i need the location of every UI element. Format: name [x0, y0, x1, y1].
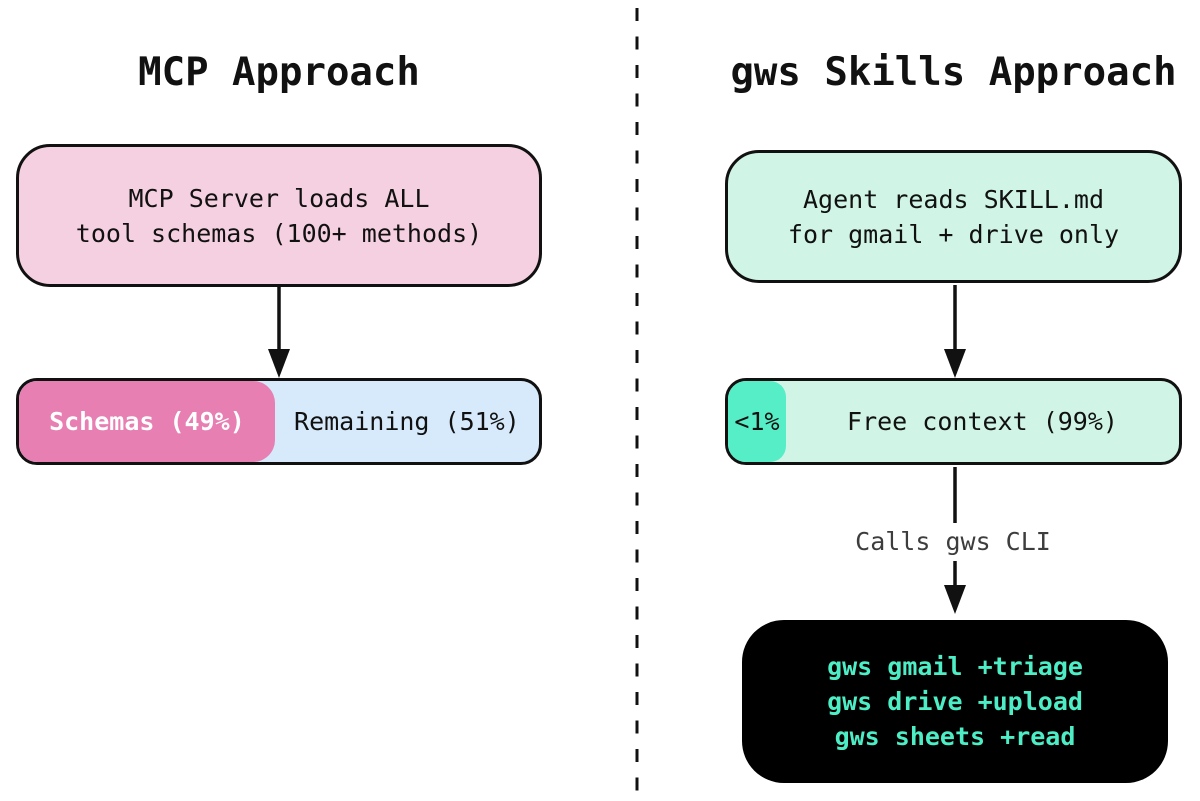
skills-context-bar: <1% Free context (99%): [725, 378, 1182, 465]
cli-command-line: gws gmail +triage: [827, 652, 1083, 681]
dashed-divider: [635, 8, 639, 796]
cli-command-line: gws sheets +read: [834, 722, 1076, 751]
used-context-segment: <1%: [728, 381, 786, 462]
mcp-server-node-line2: tool schemas (100+ methods): [75, 218, 483, 248]
skill-read-node-line1: Agent reads SKILL.md: [802, 184, 1105, 214]
skill-read-node-line2: for gmail + drive only: [787, 219, 1120, 249]
remaining-segment-label: Remaining (51%): [294, 407, 520, 436]
mcp-approach-title: MCP Approach: [138, 50, 420, 95]
free-context-label: Free context (99%): [847, 407, 1118, 436]
schemas-segment: Schemas (49%): [19, 381, 275, 462]
free-context-segment: Free context (99%): [786, 381, 1179, 462]
used-context-label: <1%: [734, 407, 780, 436]
cli-command-line: gws drive +upload: [827, 687, 1083, 716]
down-arrow-icon: [268, 287, 290, 378]
gws-skills-approach-title: gws Skills Approach: [730, 50, 1177, 95]
down-arrow-icon: [944, 285, 966, 378]
calls-gws-cli-label: Calls gws CLI: [855, 527, 1051, 556]
skill-read-node: Agent reads SKILL.md for gmail + drive o…: [725, 150, 1182, 283]
cli-terminal-node: gws gmail +triage gws drive +upload gws …: [742, 620, 1168, 783]
mcp-server-node: MCP Server loads ALL tool schemas (100+ …: [16, 144, 542, 287]
remaining-segment: Remaining (51%): [275, 381, 539, 462]
schemas-segment-label: Schemas (49%): [49, 407, 245, 436]
mcp-server-node-line1: MCP Server loads ALL: [128, 183, 430, 213]
down-arrow-icon: [944, 467, 966, 614]
mcp-context-bar: Schemas (49%) Remaining (51%): [16, 378, 542, 465]
